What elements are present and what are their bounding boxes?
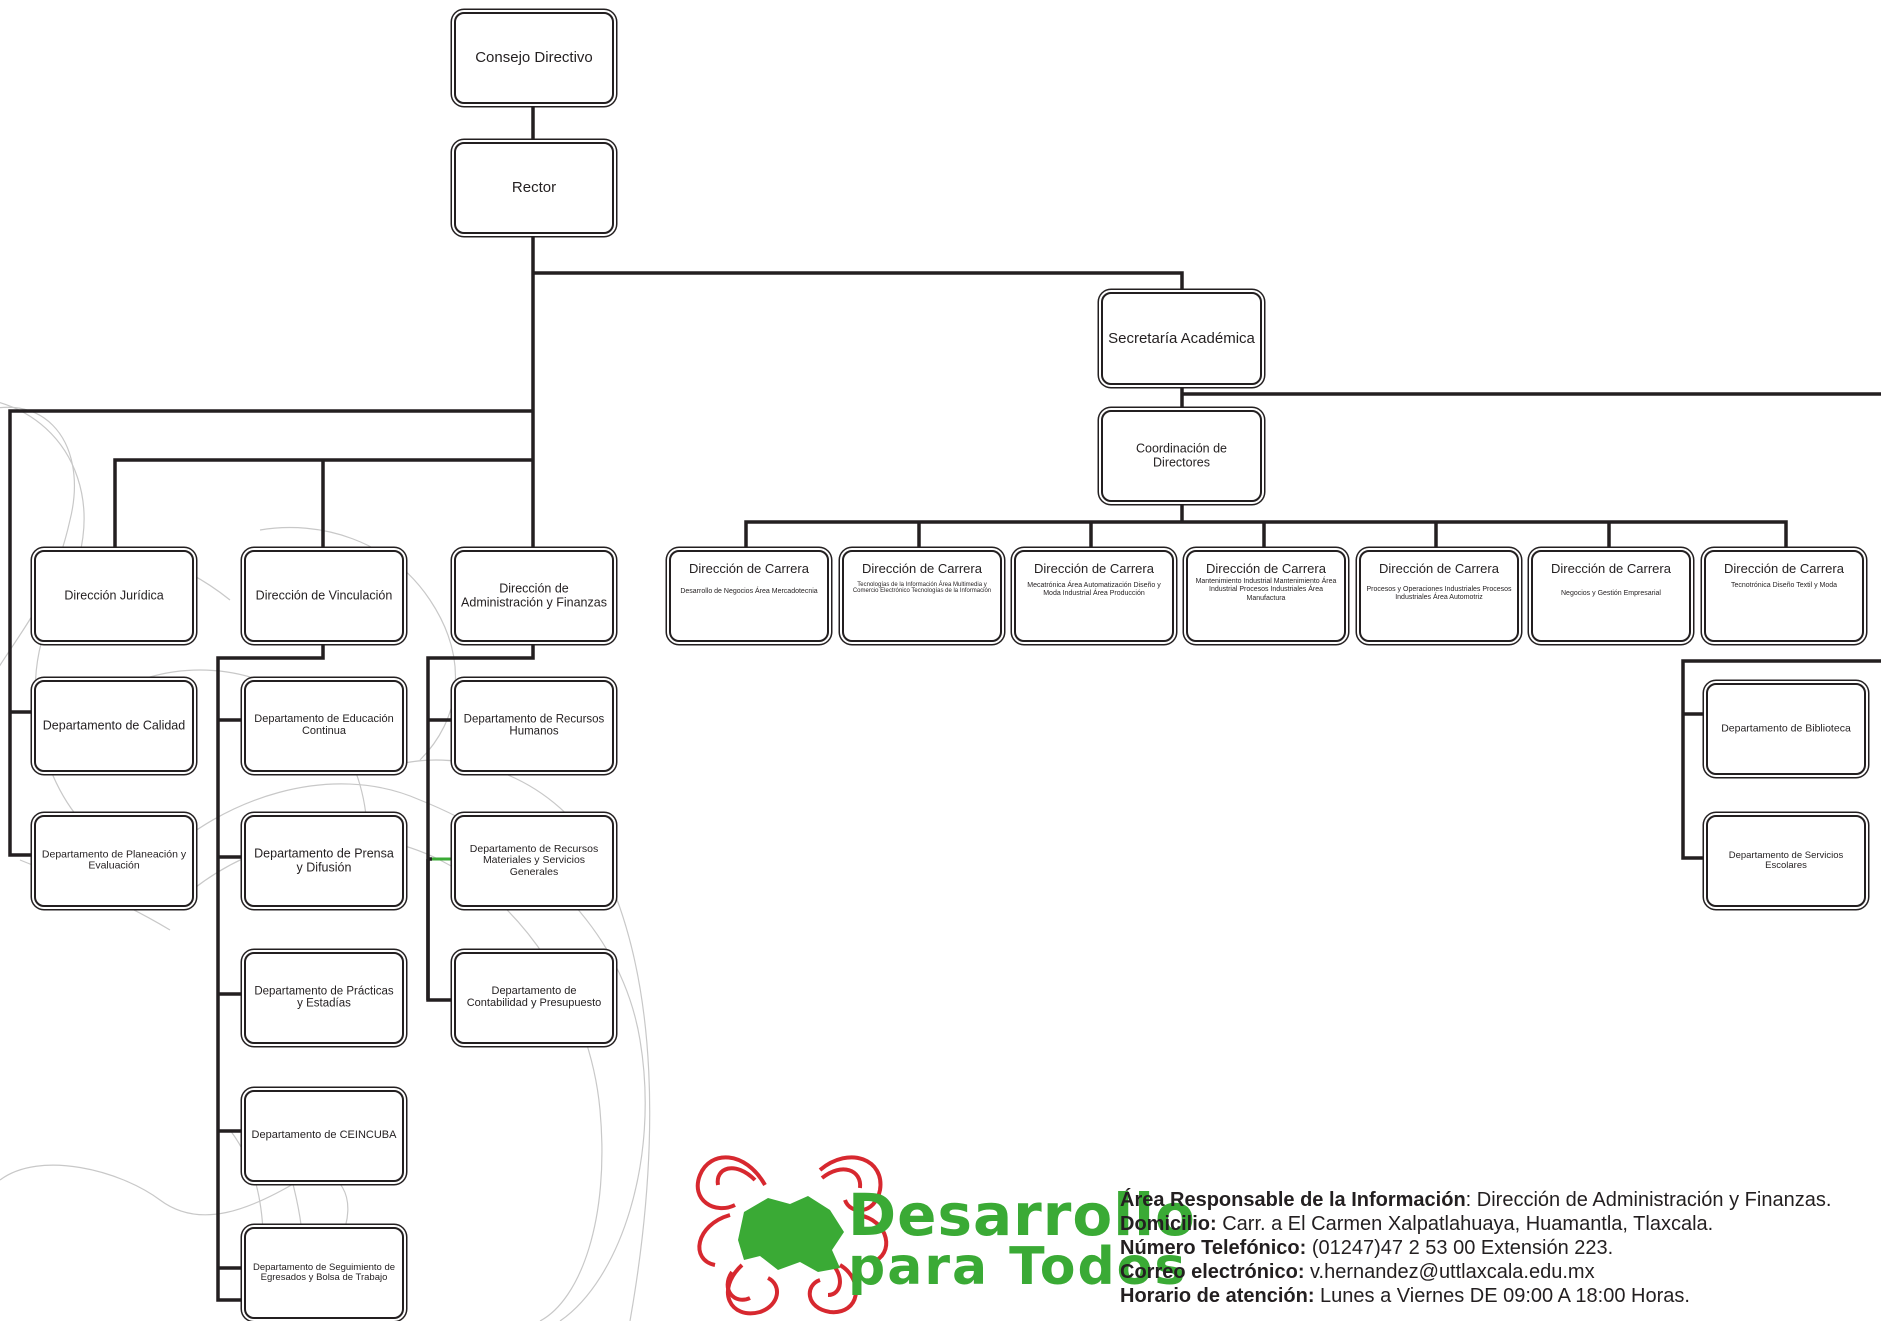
domicilio-label: Domicilio: bbox=[1120, 1213, 1217, 1235]
area-responsable-label: Área Responsable de la Información bbox=[1120, 1189, 1466, 1211]
departamento-practicas-box: Departamento de Prácticas y Estadías bbox=[244, 952, 404, 1044]
direccion-carrera-programs: Mecatrónica Área Automatización Diseño y… bbox=[1027, 582, 1161, 597]
direccion-carrera-box: Dirección de Carrera Procesos y Operacio… bbox=[1359, 550, 1519, 642]
correo-value: v.hernandez@uttlaxcala.edu.mx bbox=[1304, 1261, 1595, 1283]
consejo-directivo-label: Consejo Directivo bbox=[475, 48, 593, 66]
departamento-seguimiento-label: Departamento de Seguimiento de Egresados… bbox=[252, 1261, 396, 1283]
direccion-juridica-label: Dirección Jurídica bbox=[64, 588, 164, 603]
direccion-carrera-title: Dirección de Carrera bbox=[689, 561, 809, 576]
direccion-carrera-box: Dirección de Carrera Negocios y Gestión … bbox=[1531, 550, 1691, 642]
direccion-carrera-programs: Mantenimiento Industrial Mantenimiento Á… bbox=[1195, 578, 1337, 602]
departamento-practicas-label: Departamento de Prácticas y Estadías bbox=[254, 985, 394, 1010]
direccion-carrera-title: Dirección de Carrera bbox=[1724, 561, 1844, 576]
departamento-recursos-humanos-box: Departamento de Recursos Humanos bbox=[454, 680, 614, 772]
telefono-line: Número Telefónico: (01247)47 2 53 00 Ext… bbox=[1120, 1236, 1880, 1260]
direccion-carrera-programs: Tecnotrónica Diseño Textil y Moda bbox=[1730, 582, 1838, 589]
area-responsable-value: : Dirección de Administración y Finanzas… bbox=[1465, 1189, 1832, 1211]
departamento-prensa-label: Departamento de Prensa y Difusión bbox=[254, 846, 394, 874]
departamento-contabilidad-label: Departamento de Contabilidad y Presupues… bbox=[466, 985, 602, 1009]
direccion-carrera-box: Dirección de Carrera Tecnotrónica Diseño… bbox=[1704, 550, 1864, 642]
direccion-carrera-title: Dirección de Carrera bbox=[1034, 561, 1154, 576]
logo-line-1: Desarrollo bbox=[848, 1181, 1196, 1249]
direccion-carrera-programs: Negocios y Gestión Empresarial bbox=[1561, 590, 1661, 597]
departamento-recursos-humanos-label: Departamento de Recursos Humanos bbox=[463, 713, 605, 738]
coordinacion-directores-label: Coordinación de Directores bbox=[1135, 441, 1228, 469]
rector-label: Rector bbox=[511, 178, 557, 196]
departamento-ceincuba-box: Departamento de CEINCUBA bbox=[244, 1090, 404, 1182]
horario-label: Horario de atención: bbox=[1120, 1285, 1315, 1307]
telefono-label: Número Telefónico: bbox=[1120, 1237, 1307, 1259]
correo-line: Correo electrónico: v.hernandez@uttlaxca… bbox=[1120, 1260, 1880, 1284]
desarrollo-para-todos-logo-icon bbox=[695, 1155, 889, 1316]
logo-line-2: para Todos bbox=[848, 1237, 1188, 1297]
domicilio-value: Carr. a El Carmen Xalpatlahuaya, Huamant… bbox=[1216, 1213, 1714, 1235]
departamento-recursos-materiales-box: Departamento de Recursos Materiales y Se… bbox=[454, 815, 614, 907]
direccion-carrera-box: Dirección de Carrera Mantenimiento Indus… bbox=[1186, 550, 1346, 642]
consejo-directivo-box: Consejo Directivo bbox=[454, 12, 614, 104]
area-responsable-line: Área Responsable de la Información: Dire… bbox=[1120, 1188, 1880, 1212]
coordinacion-directores-box: Coordinación de Directores bbox=[1101, 410, 1262, 502]
departamento-calidad-label: Departamento de Calidad bbox=[42, 718, 186, 733]
direccion-carrera-box: Dirección de Carrera Mecatrónica Área Au… bbox=[1014, 550, 1174, 642]
departamento-biblioteca-box: Departamento de Biblioteca bbox=[1706, 683, 1866, 775]
direccion-administracion-box: Dirección de Administración y Finanzas bbox=[454, 550, 614, 642]
direccion-carrera-box: Dirección de Carrera Tecnologías de la I… bbox=[842, 550, 1002, 642]
departamento-recursos-materiales-label: Departamento de Recursos Materiales y Se… bbox=[469, 843, 599, 878]
direccion-carrera-title: Dirección de Carrera bbox=[1206, 561, 1326, 576]
direccion-carrera-title: Dirección de Carrera bbox=[862, 561, 982, 576]
direccion-carrera-title: Dirección de Carrera bbox=[1379, 561, 1499, 576]
departamento-calidad-box: Departamento de Calidad bbox=[34, 680, 194, 772]
secretaria-academica-label: Secretaría Académica bbox=[1108, 329, 1255, 347]
departamento-biblioteca-label: Departamento de Biblioteca bbox=[1721, 722, 1851, 735]
direccion-carrera-title: Dirección de Carrera bbox=[1551, 561, 1671, 576]
connector-lines bbox=[8, 105, 1881, 1302]
departamento-servicios-escolares-box: Departamento de Servicios Escolares bbox=[1706, 815, 1866, 907]
secretaria-academica-box: Secretaría Académica bbox=[1101, 292, 1262, 385]
direccion-vinculacion-box: Dirección de Vinculación bbox=[244, 550, 404, 642]
departamento-planeacion-box: Departamento de Planeación y Evaluación bbox=[34, 815, 194, 907]
horario-value: Lunes a Viernes DE 09:00 A 18:00 Horas. bbox=[1314, 1285, 1690, 1307]
departamento-seguimiento-box: Departamento de Seguimiento de Egresados… bbox=[244, 1227, 404, 1319]
direccion-vinculacion-label: Dirección de Vinculación bbox=[255, 588, 393, 603]
desarrollo-para-todos-logo: Desarrollo para Todos bbox=[848, 1181, 1196, 1297]
direccion-carrera-programs: Procesos y Operaciones Industriales Proc… bbox=[1366, 586, 1512, 601]
domicilio-line: Domicilio: Carr. a El Carmen Xalpatlahua… bbox=[1120, 1212, 1880, 1236]
direccion-carrera-programs: Tecnologías de la Información Área Multi… bbox=[852, 582, 992, 595]
direccion-administracion-label: Dirección de Administración y Finanzas bbox=[461, 581, 607, 609]
departamento-educacion-continua-box: Departamento de Educación Continua bbox=[244, 680, 404, 772]
departamento-servicios-escolares-label: Departamento de Servicios Escolares bbox=[1728, 849, 1844, 871]
telefono-value: (01247)47 2 53 00 Extensión 223. bbox=[1306, 1237, 1614, 1259]
direccion-carrera-programs: Desarrollo de Negocios Área Mercadotecni… bbox=[680, 588, 818, 595]
direccion-carrera-box: Dirección de Carrera Desarrollo de Negoc… bbox=[669, 550, 829, 642]
departamento-educacion-continua-label: Departamento de Educación Continua bbox=[254, 713, 394, 737]
correo-label: Correo electrónico: bbox=[1120, 1261, 1305, 1283]
contact-info-block: Área Responsable de la Información: Dire… bbox=[1120, 1188, 1880, 1308]
departamento-planeacion-label: Departamento de Planeación y Evaluación bbox=[41, 848, 187, 872]
departamento-prensa-box: Departamento de Prensa y Difusión bbox=[244, 815, 404, 907]
direccion-juridica-box: Dirección Jurídica bbox=[34, 550, 194, 642]
departamento-ceincuba-label: Departamento de CEINCUBA bbox=[251, 1129, 397, 1142]
departamento-contabilidad-box: Departamento de Contabilidad y Presupues… bbox=[454, 952, 614, 1044]
horario-line: Horario de atención: Lunes a Viernes DE … bbox=[1120, 1284, 1880, 1308]
rector-box: Rector bbox=[454, 142, 614, 234]
